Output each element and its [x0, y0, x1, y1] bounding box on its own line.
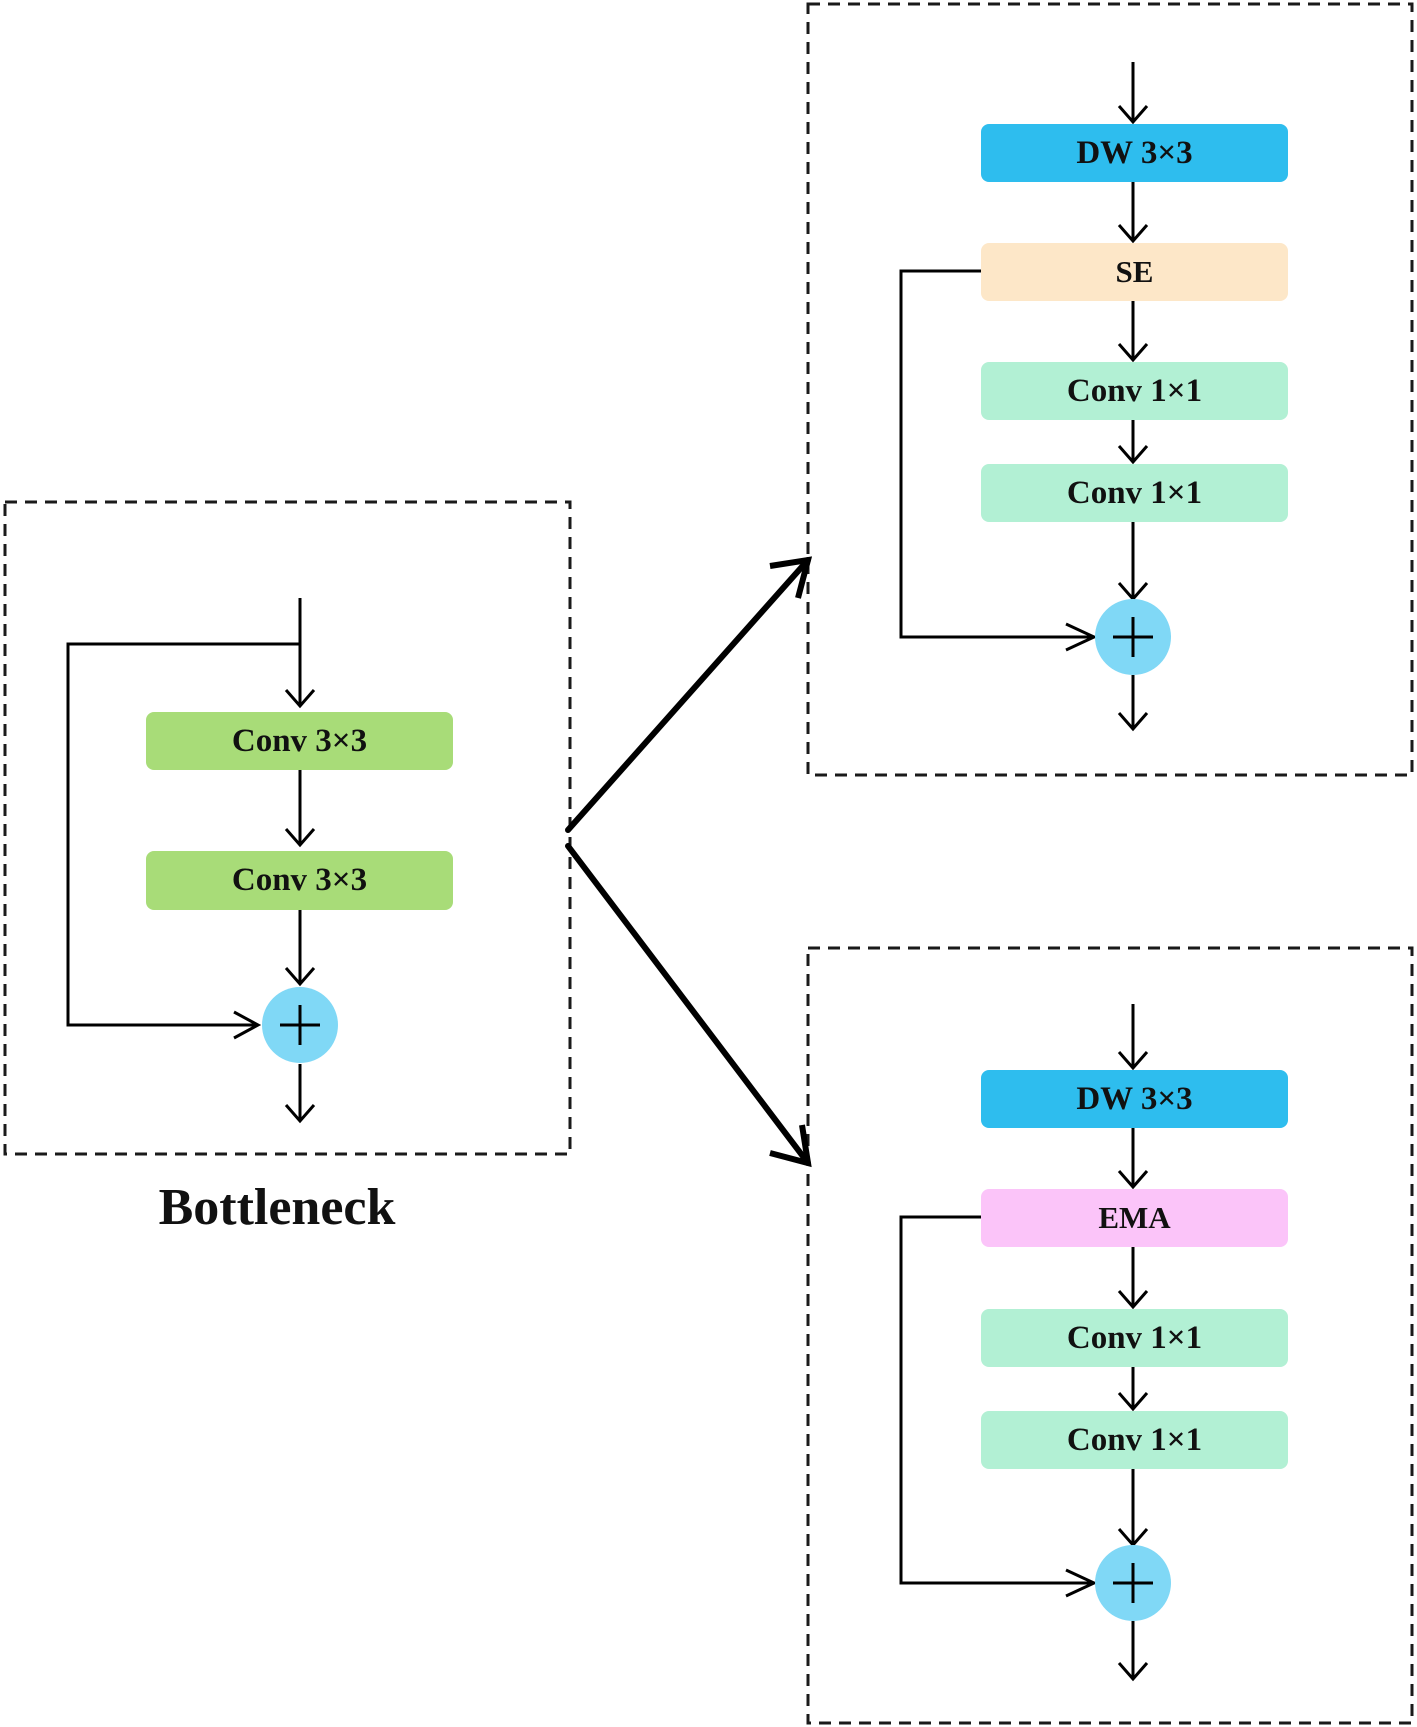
bottleneck-conv3x3-block-2: Conv 3×3: [146, 851, 453, 910]
bottleneck-add-node: [262, 987, 338, 1063]
se-variant-conv1x1-block-2: Conv 1×1: [981, 464, 1288, 522]
se-variant-add-node: [1095, 599, 1171, 675]
ema-variant-add-node: [1095, 1545, 1171, 1621]
ema-variant-ema-block: EMA: [981, 1189, 1288, 1247]
branch-arrow-up: [565, 556, 813, 833]
ema-variant-flow: [899, 1004, 1149, 1682]
branch-arrow-down: [565, 843, 812, 1168]
ema-variant-dw3x3-block: DW 3×3: [981, 1070, 1288, 1128]
se-variant-conv1x1-block-1: Conv 1×1: [981, 362, 1288, 420]
ema-variant-frame: [806, 946, 1414, 1725]
se-variant-se-block: SE: [981, 243, 1288, 301]
bottleneck-conv3x3-block-1: Conv 3×3: [146, 712, 453, 770]
bottleneck-flow: [66, 598, 316, 1124]
ema-variant-conv1x1-block-1: Conv 1×1: [981, 1309, 1288, 1367]
se-variant-frame: [806, 2, 1414, 777]
se-variant-dw3x3-block: DW 3×3: [981, 124, 1288, 182]
ema-variant-conv1x1-block-2: Conv 1×1: [981, 1411, 1288, 1469]
bottleneck-caption: Bottleneck: [158, 1179, 396, 1236]
